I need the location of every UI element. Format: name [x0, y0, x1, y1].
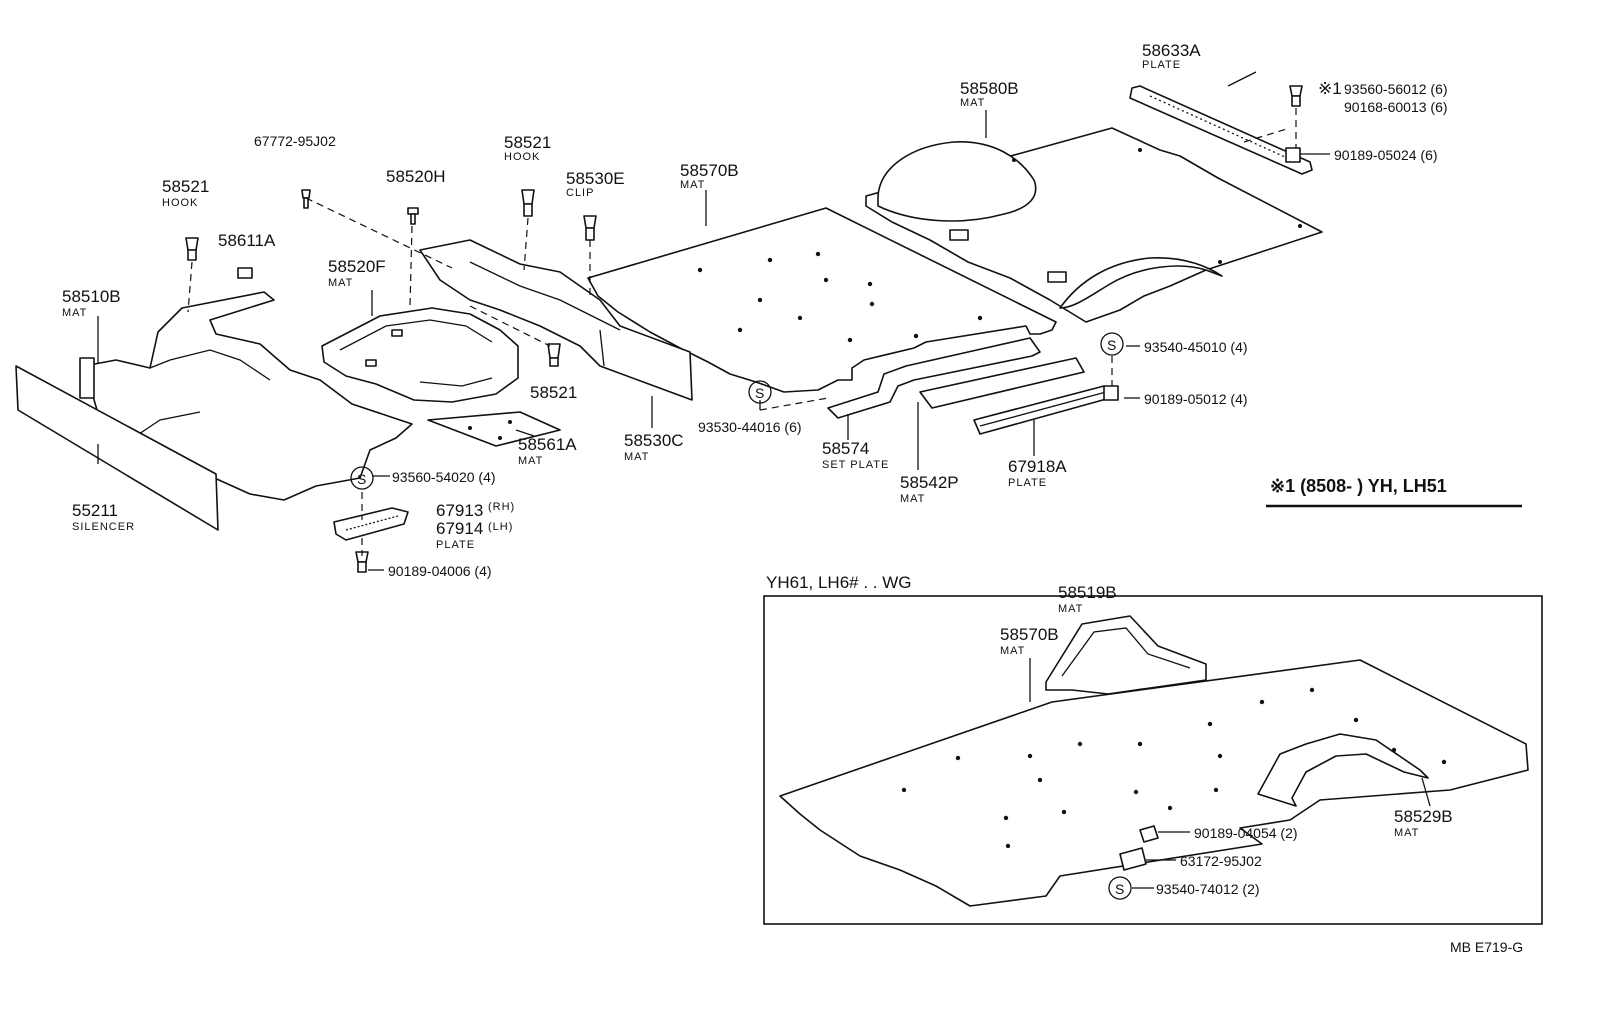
label-58520F: 58520F — [328, 257, 386, 276]
s-mark-93540-74012: S — [1115, 881, 1124, 897]
inset-mat-58519B-shape — [1045, 615, 1207, 695]
label-58561A-desc: MAT — [518, 455, 543, 467]
mat-58542P-shape — [919, 357, 1085, 409]
label-90189-05024: 90189-05024 (6) — [1334, 147, 1438, 163]
s-mark-93560-54020: S — [357, 471, 366, 487]
mat-58561A-shape — [427, 411, 561, 447]
label-note-mark: ※1 — [1318, 79, 1342, 98]
label-58521-mid: 58521 — [530, 383, 577, 402]
dashed-lines — [187, 108, 1297, 556]
leader-lines — [97, 71, 1330, 571]
label-90189-04054: 90189-04054 (2) — [1194, 825, 1298, 841]
inset-part-63172-95J02-shape — [1119, 847, 1147, 871]
label-58561A: 58561A — [518, 435, 577, 454]
label-67914-lh: (LH) — [488, 521, 513, 533]
label-55211: 55211 — [72, 501, 118, 520]
s-marks: S S S — [350, 332, 1124, 490]
label-58530E: 58530E — [566, 169, 625, 188]
label-93560-56012: 93560-56012 (6) — [1344, 81, 1448, 97]
label-58542P: 58542P — [900, 473, 959, 492]
label-58580B: 58580B — [960, 79, 1019, 98]
label-58570B-inset-desc: MAT — [1000, 645, 1025, 657]
label-55211-desc: SILENCER — [72, 521, 135, 533]
label-58530C: 58530C — [624, 431, 684, 450]
label-67914: 67914 — [436, 519, 483, 538]
plate-67913-67914-shape — [333, 507, 409, 541]
mat-58530C-shape — [419, 239, 693, 401]
label-6791x-desc: PLATE — [436, 539, 475, 551]
label-58529B-desc: MAT — [1394, 827, 1419, 839]
applicability-note: ※1 (8508- ) YH, LH51 — [1270, 476, 1447, 496]
inset-mat-58529B-shape — [1257, 733, 1429, 807]
label-58519B: 58519B — [1058, 583, 1117, 602]
inset-frame — [763, 595, 1543, 925]
label-58520H: 58520H — [386, 167, 446, 186]
label-58529B: 58529B — [1394, 807, 1453, 826]
mat-58580B-shape — [865, 127, 1323, 323]
label-67918A: 67918A — [1008, 457, 1067, 476]
silencer-55211-shape — [15, 365, 219, 531]
fasteners — [185, 85, 1303, 573]
label-58542P-desc: MAT — [900, 493, 925, 505]
label-63172-95J02: 63172-95J02 — [1180, 853, 1262, 869]
label-58519B-desc: MAT — [1058, 603, 1083, 615]
mat-58520F-shape — [321, 307, 519, 403]
label-67913-rh: (RH) — [488, 501, 515, 513]
inset-leader-lines — [1029, 658, 1431, 889]
s-mark-93530-44016: S — [755, 385, 764, 401]
mat-58570B-shape — [587, 207, 1057, 393]
label-67913: 67913 — [436, 501, 483, 520]
label-58521-left-desc: HOOK — [162, 197, 198, 209]
label-90189-05012: 90189-05012 (4) — [1144, 391, 1248, 407]
pad-58611A-shape — [237, 267, 253, 279]
label-67918A-desc: PLATE — [1008, 477, 1047, 489]
plate-58633A-shape — [1129, 85, 1313, 175]
label-58633A-desc: PLATE — [1142, 59, 1181, 71]
label-58574: 58574 — [822, 439, 869, 458]
label-58521-top-desc: HOOK — [504, 151, 540, 163]
label-58510B: 58510B — [62, 287, 121, 306]
label-58570B-desc: MAT — [680, 179, 705, 191]
label-90168-60013: 90168-60013 (6) — [1344, 99, 1448, 115]
label-58521-left: 58521 — [162, 177, 209, 196]
inset-title: YH61, LH6# . . WG — [766, 573, 912, 592]
label-58633A: 58633A — [1142, 41, 1201, 60]
label-93560-54020: 93560-54020 (4) — [392, 469, 496, 485]
label-58520F-desc: MAT — [328, 277, 353, 289]
label-58580B-desc: MAT — [960, 97, 985, 109]
label-90189-04006: 90189-04006 (4) — [388, 563, 492, 579]
inset-mat-58570B-shape — [779, 659, 1529, 907]
s-mark-93540-45010: S — [1107, 337, 1116, 353]
label-58530E-desc: CLIP — [566, 187, 594, 199]
label-58574-desc: SET PLATE — [822, 459, 889, 471]
inset-clip-90189-04054-shape — [1139, 825, 1159, 843]
footer-code: MB E719-G — [1450, 939, 1523, 955]
set-plate-58574-shape — [827, 337, 1041, 419]
label-58510B-desc: MAT — [62, 307, 87, 319]
label-93540-74012: 93540-74012 (2) — [1156, 881, 1260, 897]
label-58570B: 58570B — [680, 161, 739, 180]
label-58530C-desc: MAT — [624, 451, 649, 463]
label-67772-95J02: 67772-95J02 — [254, 133, 336, 149]
label-58611A: 58611A — [218, 231, 276, 250]
label-93540-45010: 93540-45010 (4) — [1144, 339, 1248, 355]
label-58521-top: 58521 — [504, 133, 551, 152]
label-58570B-inset: 58570B — [1000, 625, 1059, 644]
label-93530-44016: 93530-44016 (6) — [698, 419, 802, 435]
